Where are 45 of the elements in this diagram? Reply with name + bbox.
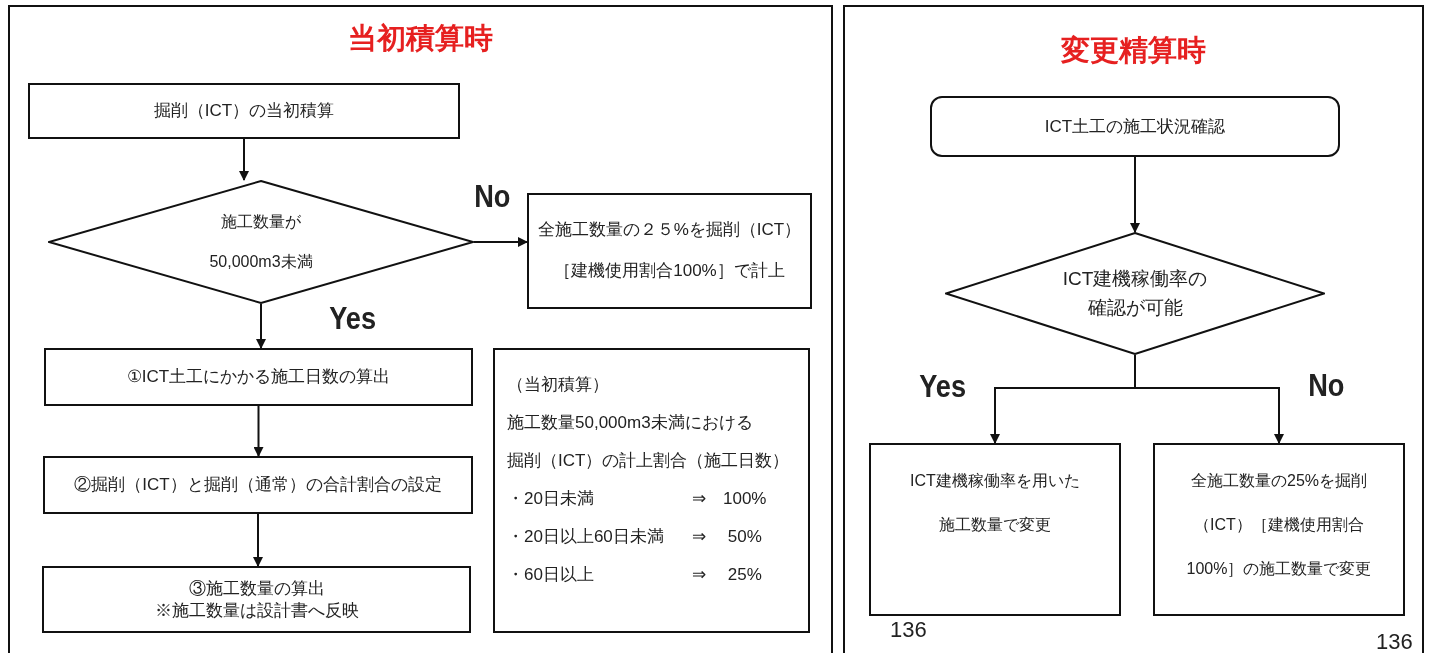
note-text: ⇒ 25% — [692, 564, 763, 586]
panel-frame — [8, 5, 833, 653]
box-text: ③施工数量の算出 — [188, 578, 325, 600]
note-text: ⇒ 100% — [692, 488, 768, 510]
box-text: ICT土工の施工状況確認 — [1044, 115, 1226, 138]
page-number: 136 — [890, 619, 927, 641]
page-number: 136 — [1376, 631, 1413, 653]
diamond-text: 施工数量が — [221, 212, 301, 232]
decision-diamond — [48, 180, 474, 304]
arrow — [239, 138, 249, 181]
arrow — [253, 405, 264, 457]
note-text: （当初積算） — [507, 374, 609, 396]
process-box — [869, 443, 1121, 616]
arrow — [253, 513, 263, 567]
decision-diamond — [945, 232, 1325, 355]
process-box — [43, 456, 473, 514]
box-text: 全施工数量の２５%を掘削（ICT）［建機使用割合100%］で計上 — [536, 219, 803, 282]
box-text: ②掘削（ICT）と掘削（通常）の合計割合の設定 — [74, 474, 442, 497]
process-box — [44, 348, 473, 406]
note-text: ・20日未満 — [507, 488, 595, 510]
panel-frame — [843, 5, 1424, 653]
box-text: ICT建機稼働率を用いた施工数量で変更 — [909, 471, 1081, 535]
diamond-text: 50,000m3未満 — [209, 252, 313, 272]
arrow — [1134, 354, 1284, 444]
process-box — [1153, 443, 1405, 616]
note-text: ・60日以上 — [507, 564, 595, 586]
process-box — [527, 193, 812, 309]
note-text: ⇒ 50% — [692, 526, 763, 548]
note-text: 施工数量50,000m3未満における — [507, 412, 753, 434]
diamond-text: ICT建機稼働率の確認が可能 — [1061, 267, 1209, 320]
note-text: 掘削（ICT）の計上割合（施工日数） — [507, 450, 790, 472]
process-box — [42, 566, 471, 633]
rounded-box — [930, 96, 1340, 157]
panel-title: 変更精算時 — [1061, 33, 1206, 68]
box-text: 全施工数量の25%を掘削（ICT）［建機使用割合100%］の施工数量で変更 — [1185, 471, 1373, 579]
arrow — [473, 237, 528, 247]
box-text: ①ICT土工にかかる施工日数の算出 — [126, 366, 391, 389]
panel-title: 当初積算時 — [348, 21, 493, 56]
process-box — [28, 83, 460, 139]
arrow — [1130, 156, 1140, 233]
box-text: 掘削（ICT）の当初積算 — [153, 100, 335, 123]
note-text: ・20日以上60日未満 — [507, 526, 665, 548]
box-text: ※施工数量は設計書へ反映 — [154, 599, 359, 621]
arrow — [256, 303, 266, 349]
note-box — [493, 348, 810, 633]
